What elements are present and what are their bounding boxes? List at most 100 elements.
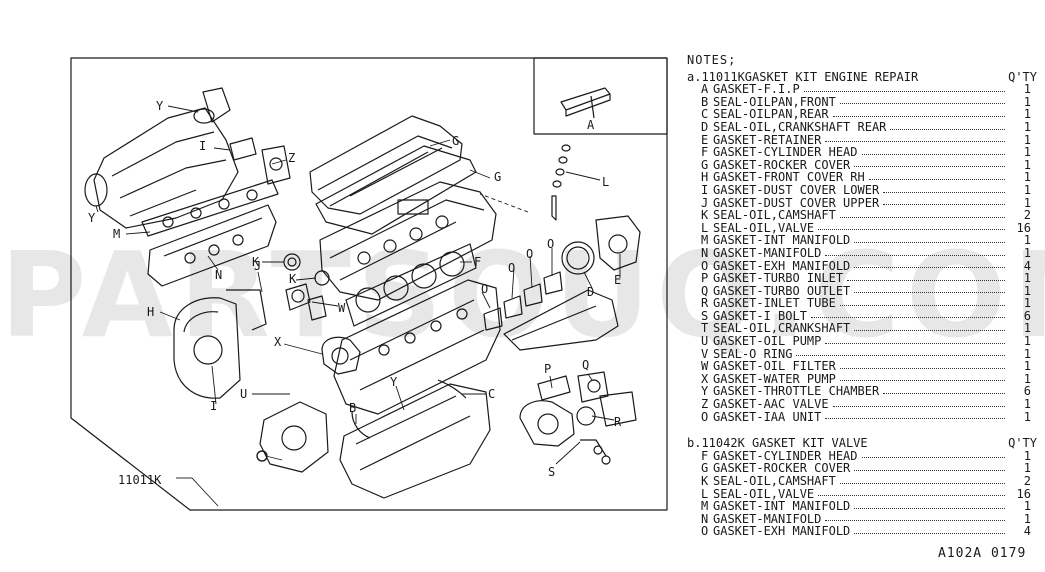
part-letter: O bbox=[701, 258, 709, 273]
part-quantity: 1 bbox=[1023, 132, 1031, 147]
oil-pan bbox=[339, 383, 491, 499]
part-description: SEAL-OILPAN,REAR bbox=[713, 107, 829, 122]
part-letter: I bbox=[701, 182, 709, 197]
parts-list-row: L SEAL-OIL,VALVE 16 bbox=[687, 486, 1037, 501]
callout-b: B bbox=[349, 401, 356, 415]
callout-z: Z bbox=[288, 151, 295, 165]
parts-list-row: F GASKET-CYLINDER HEAD 1 bbox=[687, 146, 1037, 159]
callout-w: W bbox=[338, 301, 346, 315]
part-quantity: 1 bbox=[1023, 397, 1031, 412]
part-description: GASKET-EXH MANIFOLD bbox=[713, 524, 851, 539]
oilpan-front-seal bbox=[351, 411, 371, 439]
part-letter: Y bbox=[701, 384, 709, 399]
part-description: GASKET-INLET TUBE bbox=[713, 296, 836, 311]
part-letter: S bbox=[701, 308, 709, 323]
part-description: GASKET-CYLINDER HEAD bbox=[713, 145, 858, 160]
exhaust-manifold bbox=[503, 289, 619, 351]
leader-dots bbox=[839, 297, 1005, 306]
part-description: GASKET-DUST COVER LOWER bbox=[713, 182, 880, 197]
leader-dots bbox=[890, 121, 1005, 130]
part-description: GASKET-MANIFOLD bbox=[713, 511, 822, 526]
leader-dots bbox=[825, 247, 1005, 256]
kit-engine-repair: a. 11011KGASKET KIT ENGINE REPAIR Q'TY A… bbox=[687, 70, 1037, 424]
part-description: SEAL-OIL,CAMSHAFT bbox=[713, 208, 836, 223]
inset-box bbox=[533, 57, 668, 135]
kit-header: b. 11042K GASKET KIT VALVE Q'TY bbox=[687, 437, 1037, 450]
part-quantity: 1 bbox=[1023, 82, 1031, 97]
part-letter: M bbox=[701, 499, 709, 514]
callout-y-upper: Y bbox=[156, 99, 164, 113]
leader-dots bbox=[825, 411, 1005, 420]
part-quantity: 1 bbox=[1023, 499, 1031, 514]
callout-r: R bbox=[614, 415, 622, 429]
part-quantity: 1 bbox=[1023, 107, 1031, 122]
part-letter: L bbox=[701, 486, 709, 501]
water-pump bbox=[321, 336, 361, 375]
part-description: SEAL-OILPAN,FRONT bbox=[713, 94, 836, 109]
part-description: GASKET-INT MANIFOLD bbox=[713, 233, 851, 248]
part-description: GASKET-F.I.P bbox=[713, 82, 800, 97]
callout-l: L bbox=[602, 175, 609, 189]
part-quantity: 1 bbox=[1023, 170, 1031, 185]
leader-dots bbox=[825, 335, 1005, 344]
leader-dots bbox=[861, 146, 1005, 155]
part-letter: G bbox=[701, 461, 709, 476]
engine-block bbox=[333, 279, 501, 415]
part-quantity: 1 bbox=[1023, 157, 1031, 172]
leader-dots bbox=[854, 159, 1005, 168]
callout-i-upper: I bbox=[199, 139, 206, 153]
leader-dots bbox=[854, 500, 1005, 509]
part-description: GASKET-OIL FILTER bbox=[713, 359, 836, 374]
notes-title: NOTES; bbox=[687, 53, 737, 67]
part-letter: D bbox=[701, 119, 709, 134]
callout-g-lower: G bbox=[494, 170, 501, 184]
callout-c: C bbox=[488, 387, 495, 401]
leader-dots bbox=[796, 348, 1005, 357]
kit-name: 11042K GASKET KIT VALVE bbox=[701, 436, 868, 451]
part-quantity: 1 bbox=[1023, 94, 1031, 109]
part-quantity: 16 bbox=[1016, 486, 1031, 501]
part-quantity: 1 bbox=[1023, 461, 1031, 476]
part-letter: X bbox=[701, 371, 709, 386]
leader-dots bbox=[832, 108, 1005, 117]
part-letter: J bbox=[701, 195, 709, 210]
part-quantity: 1 bbox=[1023, 233, 1031, 248]
part-description: SEAL-OIL,VALVE bbox=[713, 486, 815, 501]
part-description: SEAL-O RING bbox=[713, 346, 793, 361]
leader-dots bbox=[854, 234, 1005, 243]
parts-list-row: G GASKET-ROCKER COVER 1 bbox=[687, 159, 1037, 172]
part-quantity: 6 bbox=[1023, 308, 1031, 323]
part-description: GASKET-RETAINER bbox=[713, 132, 822, 147]
part-description: GASKET-OIL PUMP bbox=[713, 334, 822, 349]
callout-o-2: O bbox=[508, 261, 515, 275]
head-gasket bbox=[345, 243, 477, 327]
part-description: GASKET-ROCKER COVER bbox=[713, 157, 851, 172]
retainer-gasket bbox=[595, 215, 641, 271]
part-letter: L bbox=[701, 220, 709, 235]
part-description: GASKET-DUST COVER UPPER bbox=[713, 195, 880, 210]
part-quantity: 1 bbox=[1023, 195, 1031, 210]
callout-letters: A B C D E F G G H I I J K K L M N O O O … bbox=[88, 99, 622, 487]
parts-list-row: M GASKET-INT MANIFOLD 1 bbox=[687, 234, 1037, 247]
leader-dots bbox=[883, 385, 1005, 395]
exhaust-manifold-gaskets bbox=[483, 271, 563, 331]
oil-filter-gasket bbox=[285, 283, 327, 321]
part-letter: M bbox=[701, 233, 709, 248]
part-quantity: 1 bbox=[1023, 145, 1031, 160]
part-letter: F bbox=[701, 448, 709, 463]
part-quantity: 1 bbox=[1023, 182, 1031, 197]
part-letter: G bbox=[701, 157, 709, 172]
part-quantity: 1 bbox=[1023, 321, 1031, 336]
part-letter: F bbox=[701, 145, 709, 160]
part-quantity: 1 bbox=[1023, 334, 1031, 349]
part-quantity: 1 bbox=[1023, 119, 1031, 134]
